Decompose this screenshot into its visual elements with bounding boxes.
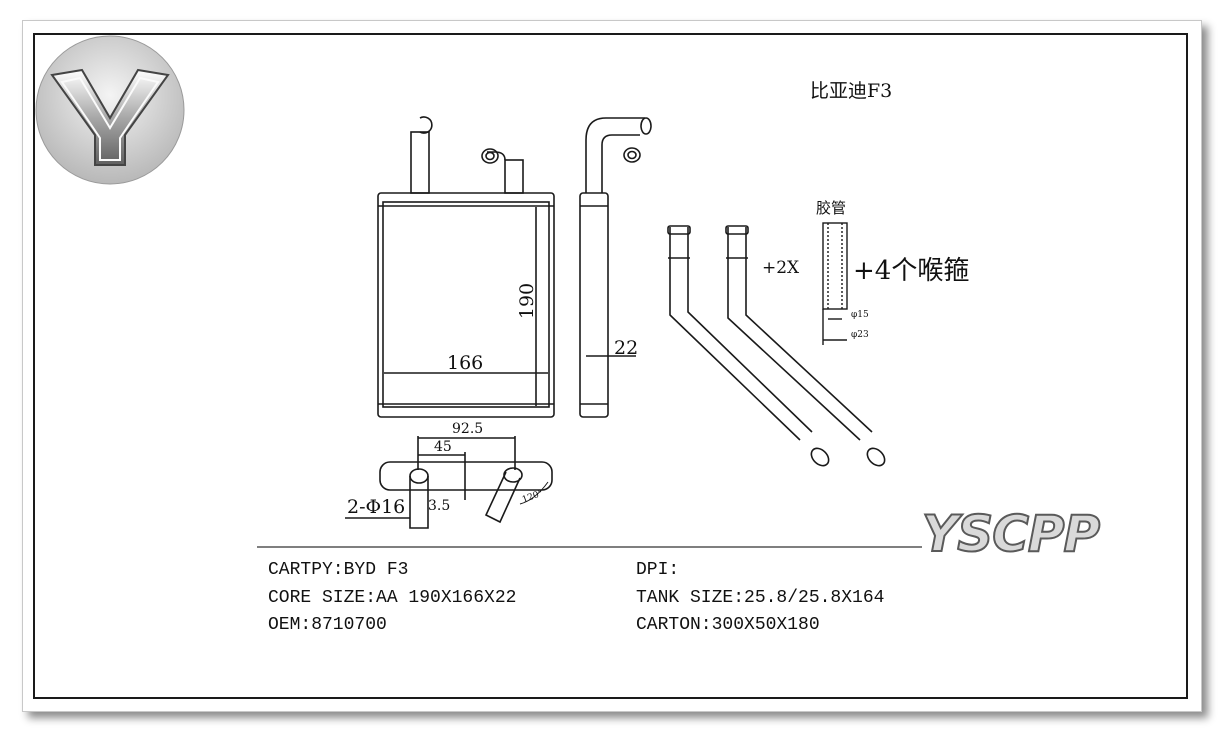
rubber-hose bbox=[822, 222, 848, 345]
gap-dimension: 3.5 bbox=[428, 498, 451, 514]
pipe-quantity: +2X bbox=[762, 258, 800, 278]
heater-core-side bbox=[579, 117, 652, 418]
outer-diameter: φ23 bbox=[851, 330, 869, 340]
drawing-title: 比亚迪F3 bbox=[810, 80, 893, 102]
pipe-spacing-dimension: 92.5 bbox=[452, 421, 484, 437]
connector-pipes bbox=[667, 225, 886, 467]
heater-core-bottom bbox=[345, 436, 553, 529]
width-dimension: 166 bbox=[447, 352, 484, 374]
spec-dpi: DPI: bbox=[636, 560, 680, 580]
depth-dimension: 22 bbox=[614, 337, 639, 359]
drawing-border bbox=[33, 33, 1188, 699]
brand-wordmark: YSCPP bbox=[921, 504, 1101, 564]
company-logo bbox=[35, 35, 185, 185]
clamp-quantity: +4个喉箍 bbox=[853, 256, 970, 286]
spec-tank-size: TANK SIZE:25.8/25.8X164 bbox=[636, 588, 885, 608]
height-dimension: 190 bbox=[516, 282, 539, 320]
hose-label: 胶管 bbox=[816, 199, 847, 217]
spec-core-size: CORE SIZE:AA 190X166X22 bbox=[268, 588, 517, 608]
pipe-diameter-label: 2-Φ16 bbox=[347, 496, 406, 518]
spec-cartpy: CARTPY:BYD F3 bbox=[268, 560, 409, 580]
pipe-offset-dimension: 45 bbox=[434, 439, 452, 455]
spec-oem: OEM:8710700 bbox=[268, 615, 387, 635]
inner-diameter: φ15 bbox=[851, 310, 869, 320]
spec-carton: CARTON:300X50X180 bbox=[636, 615, 820, 635]
heater-core-front bbox=[377, 116, 555, 418]
